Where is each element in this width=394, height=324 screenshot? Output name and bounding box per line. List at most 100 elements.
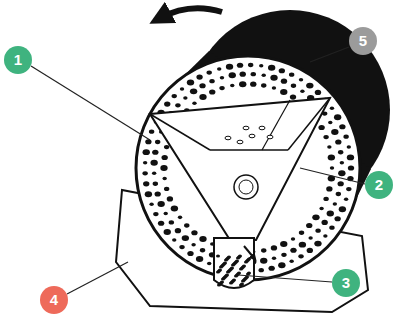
coffee-bean [220,281,224,284]
perforation-hole [172,94,177,98]
perforation-hole [281,79,287,84]
coffee-bean [232,279,236,282]
perforation-hole [158,221,164,226]
perforation-hole [207,262,211,266]
perforation-hole [323,197,328,201]
coffee-bean [247,258,251,261]
perforation-hole [315,228,320,232]
perforation-hole [226,64,233,70]
coffee-bean [241,266,245,269]
callout-number: 3 [332,269,360,297]
coffee-bean [231,280,235,283]
perforation-hole [338,150,343,154]
perforation-hole [334,216,340,221]
perforation-hole [339,124,345,129]
coffee-bean [223,262,227,265]
perforation-hole [175,228,181,233]
perforation-hole [289,260,293,264]
perforation-hole [217,67,221,71]
perforation-hole [219,86,224,90]
perforation-hole [299,78,303,82]
perforation-hole [328,121,332,125]
perforation-hole [248,63,253,67]
perforation-hole [270,75,277,81]
perforation-hole [209,89,215,94]
perforation-hole [323,135,328,139]
perforation-hole [306,83,313,89]
perforation-hole [291,237,295,241]
perforation-hole [343,135,348,139]
perforation-hole [291,84,296,88]
perforation-hole [155,140,160,144]
perforation-hole [152,150,158,155]
coffee-bean [227,256,231,259]
perforation-hole [250,82,256,87]
perforation-hole [299,242,306,248]
perforation-hole [200,248,205,252]
perforation-hole [191,230,197,235]
perforation-hole [175,103,180,107]
coffee-bean [247,272,251,275]
perforation-hole [290,248,296,253]
callout-number: 4 [40,286,68,314]
coffee-bean [239,284,243,287]
perforation-hole [143,161,147,165]
perforation-hole [331,129,338,135]
perforation-hole [220,76,224,80]
rotation-arrow [160,8,222,18]
coffee-bean [216,255,220,258]
perforation-hole [164,187,169,191]
perforation-hole [262,74,266,78]
perforation-hole [299,231,304,235]
coffee-bean [237,272,241,275]
perforation-hole [237,63,243,68]
coffee-bean [229,268,233,271]
coffee-bean [217,270,221,273]
perforation-hole [143,149,150,155]
perforation-hole [150,160,157,166]
perforation-hole [346,187,351,191]
perforation-hole [191,243,195,247]
coffee-bean [242,265,246,268]
perforation-hole [290,95,296,100]
callout-number: 1 [4,46,32,74]
perforation-hole [251,72,256,76]
perforation-hole [183,96,187,100]
coffee-bean [230,267,234,270]
coffee-bean [222,263,226,266]
perforation-hole [152,172,156,176]
perforation-hole [196,256,203,262]
callout-number: 2 [365,171,393,199]
perforation-hole [329,226,334,230]
perforation-hole [261,83,266,87]
coffee-bean [246,259,250,262]
perforation-hole [328,155,335,161]
perforation-hole [336,192,341,196]
perforation-hole [323,234,327,238]
perforation-hole [333,202,337,206]
perforation-hole [339,206,346,212]
perforation-hole [347,154,354,160]
perforation-hole [162,177,166,181]
perforation-hole [281,253,286,257]
perforation-hole [145,191,152,197]
perforation-hole [259,64,263,68]
perforation-hole [209,79,214,83]
perforation-hole [280,89,287,95]
perforation-hole [164,145,169,149]
perforation-hole [157,201,164,207]
coffee-bean [244,277,248,280]
perforation-hole [154,191,160,196]
coffee-bean [226,257,230,260]
perforation-hole [180,87,184,91]
perforation-hole [178,216,182,220]
perforation-hole [280,241,287,247]
coffee-bean [225,274,229,277]
perforation-hole [179,245,184,249]
perforation-hole [321,220,327,225]
perforation-hole [196,75,202,80]
perforation-hole [164,102,170,107]
perforation-hole [335,139,341,144]
perforation-hole [206,70,211,74]
perforation-hole [167,196,173,201]
